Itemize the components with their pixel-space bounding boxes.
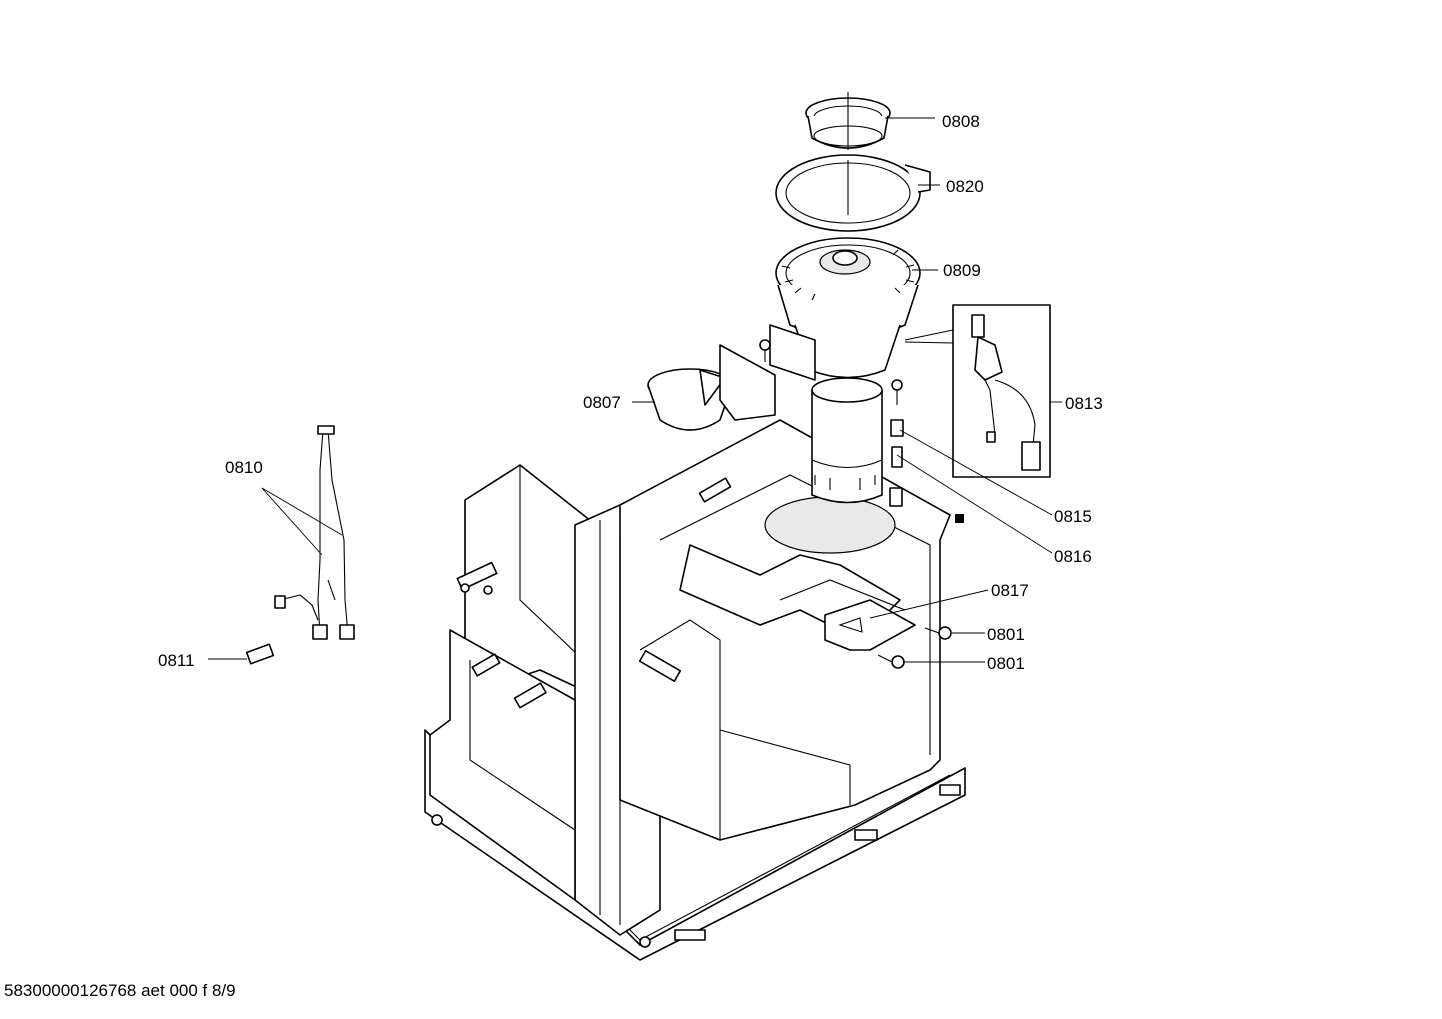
callout-0807: 0807 (583, 393, 621, 412)
callout-0817: 0817 (991, 581, 1029, 600)
callout-0815: 0815 (1054, 507, 1092, 526)
callout-0801-lower: 0801 (987, 654, 1025, 673)
callout-0810: 0810 (225, 458, 263, 477)
document-id-footer: 58300000126768 aet 000 f 8/9 (4, 981, 236, 1000)
square-marker (955, 514, 964, 523)
callout-0811: 0811 (158, 651, 195, 670)
grinder-assembly (759, 92, 931, 507)
callout-0816: 0816 (1054, 547, 1092, 566)
housing-frame (424, 419, 966, 961)
plug-connector (245, 643, 275, 665)
sensor-inset-box (904, 304, 1051, 478)
wiring-harness (274, 425, 355, 640)
leader-lines (208, 117, 1062, 663)
callout-0808: 0808 (942, 112, 980, 131)
callout-0820: 0820 (946, 177, 984, 196)
callout-0809: 0809 (943, 261, 981, 280)
callout-0801-upper: 0801 (987, 625, 1025, 644)
callout-labels: 0808 0820 0809 0813 0807 0810 0815 0816 … (158, 112, 1103, 673)
hopper-insert (647, 344, 776, 431)
callout-0813: 0813 (1065, 394, 1103, 413)
